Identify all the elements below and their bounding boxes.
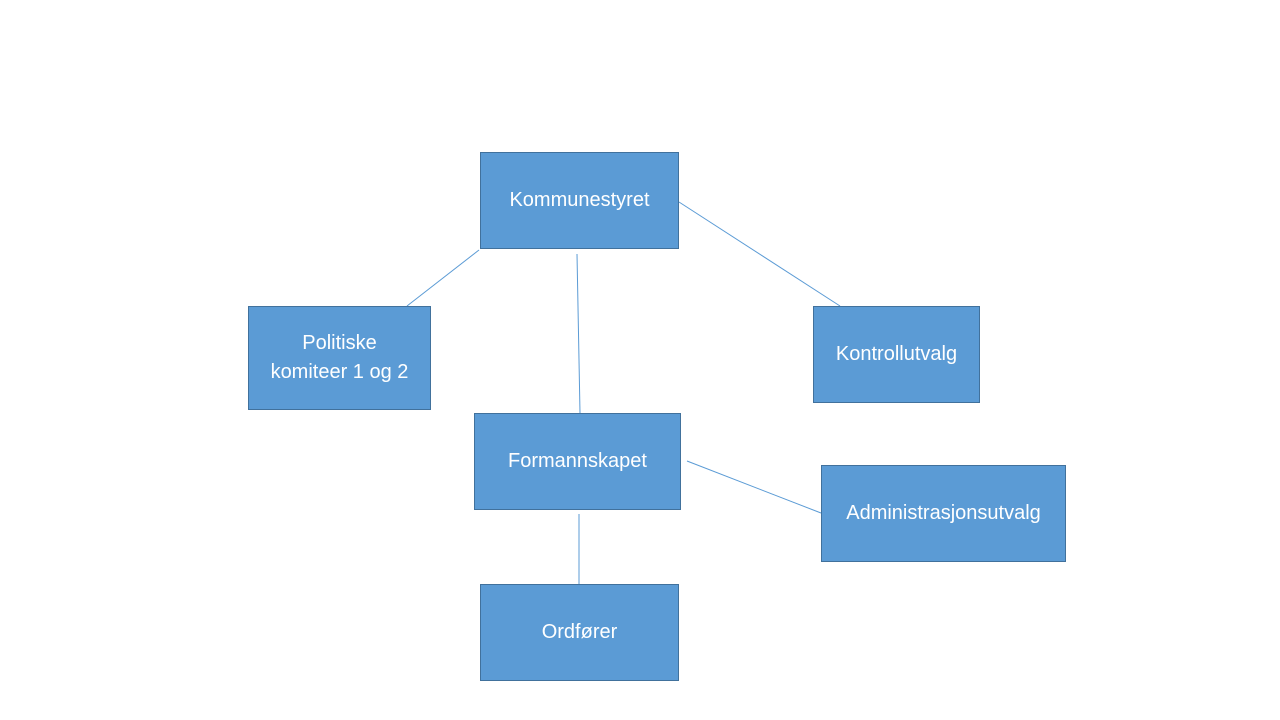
node-label-line-2: komiteer 1 og 2 [270,361,409,383]
node-formannskapet[interactable]: Formannskapet [474,413,681,510]
node-administrasjonsutvalg[interactable]: Administrasjonsutvalg [821,465,1066,562]
node-label-line-1: Politiske [302,332,377,354]
node-label: Ordfører [541,621,618,643]
node-label: Kommunestyret [509,189,650,211]
node-ordforer[interactable]: Ordfører [480,584,679,681]
edge-kommunestyret-formannskapet [576,253,581,414]
edge-kommunestyret-kontrollutvalg [678,201,841,307]
node-kommunestyret[interactable]: Kommunestyret [480,152,679,249]
edge-kommunestyret-politiske [406,249,480,307]
node-label: Kontrollutvalg [835,343,958,365]
node-politiske-komiteer[interactable]: Politiske komiteer 1 og 2 [248,306,431,410]
node-label: Administrasjonsutvalg [846,502,1041,524]
node-label: Formannskapet [508,450,647,472]
node-kontrollutvalg[interactable]: Kontrollutvalg [813,306,980,403]
edge-formannskapet-administrasjon [686,460,822,514]
